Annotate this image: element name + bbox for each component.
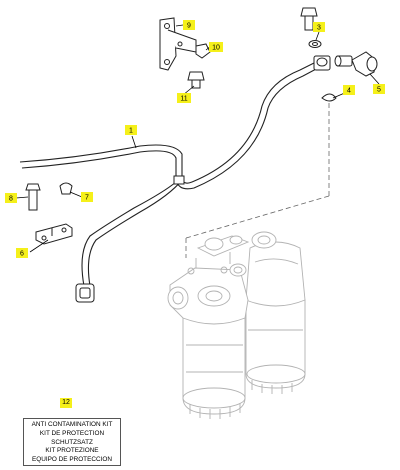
lower-tube-clip bbox=[59, 182, 73, 195]
callout-1: 1 bbox=[125, 125, 137, 135]
bracket-clip bbox=[195, 43, 211, 59]
lower-bracket-plate bbox=[35, 223, 73, 245]
kit-line: KIT DE PROTECTION bbox=[39, 429, 105, 437]
svg-text:4: 4 bbox=[347, 88, 351, 95]
callout-11: 11 bbox=[177, 93, 191, 103]
kit-legend-box: ANTI CONTAMINATION KIT KIT DE PROTECTION… bbox=[23, 418, 121, 466]
svg-text:11: 11 bbox=[180, 96, 187, 103]
callout-7: 7 bbox=[81, 192, 93, 202]
svg-text:7: 7 bbox=[85, 195, 89, 202]
callout-6: 6 bbox=[16, 248, 28, 258]
svg-text:5: 5 bbox=[377, 87, 381, 94]
callout-10: 10 bbox=[209, 42, 223, 52]
callout-9: 9 bbox=[183, 20, 195, 30]
callout-4: 4 bbox=[343, 85, 355, 95]
fuel-tube bbox=[19, 55, 331, 303]
callout-12: 12 bbox=[60, 398, 72, 408]
connection-dash-lines bbox=[185, 103, 330, 258]
kit-line: EQUIPO DE PROTECCION bbox=[32, 456, 112, 464]
retaining-clip bbox=[321, 93, 337, 102]
leader-lines bbox=[15, 24, 380, 253]
kit-line: KIT PROTEZIONE bbox=[45, 447, 99, 455]
mounting-bracket bbox=[159, 17, 197, 71]
fuel-filter-assembly-ghost bbox=[167, 231, 306, 419]
callout-8: 8 bbox=[5, 193, 17, 203]
svg-text:6: 6 bbox=[20, 251, 24, 258]
kit-line: SCHUTZSATZ bbox=[51, 438, 93, 446]
lower-bracket-bolt bbox=[25, 183, 41, 211]
sealing-washer bbox=[308, 40, 322, 48]
callout-3: 3 bbox=[313, 22, 325, 32]
callout-5: 5 bbox=[373, 84, 385, 94]
svg-text:3: 3 bbox=[317, 25, 321, 32]
banjo-bolt bbox=[300, 7, 318, 31]
elbow-fitting bbox=[334, 51, 378, 77]
kit-line: ANTI CONTAMINATION KIT bbox=[31, 421, 113, 428]
bracket-bolt bbox=[187, 71, 205, 89]
svg-text:1: 1 bbox=[129, 128, 133, 135]
svg-text:10: 10 bbox=[212, 45, 220, 52]
svg-text:8: 8 bbox=[9, 196, 13, 203]
svg-text:9: 9 bbox=[187, 23, 191, 30]
